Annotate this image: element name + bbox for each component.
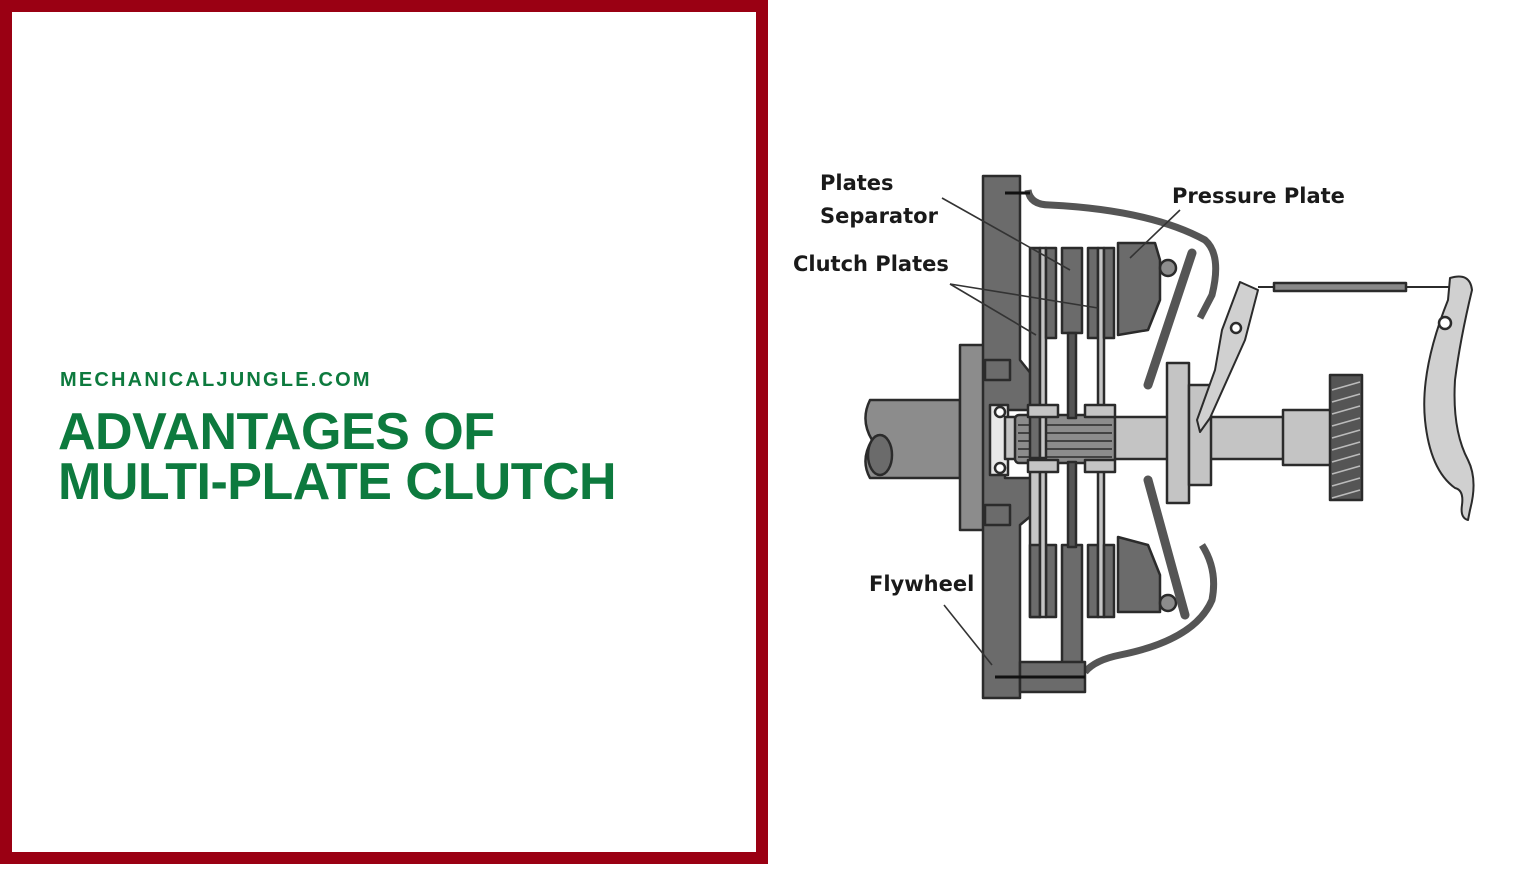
label-clutch-plates: Clutch Plates xyxy=(793,252,949,276)
title-line-2: MULTI-PLATE CLUTCH xyxy=(58,453,617,511)
linkage-rod xyxy=(1272,281,1408,293)
clutch-diagram: Plates Separator Clutch Plates Pressure … xyxy=(768,0,1536,864)
page-title: ADVANTAGES OF MULTI-PLATE CLUTCH xyxy=(58,403,617,511)
title-line-1: ADVANTAGES OF xyxy=(58,403,495,461)
label-plates-separator-1: Plates xyxy=(820,171,894,195)
title-card: MECHANICALJUNGLE.COM ADVANTAGES OF MULTI… xyxy=(12,12,756,852)
clutch-pedal xyxy=(1423,275,1475,521)
label-flywheel: Flywheel xyxy=(869,572,974,596)
release-fork xyxy=(1196,281,1259,433)
clutch-cover xyxy=(1024,189,1220,320)
release-bearing xyxy=(1165,361,1191,505)
label-pressure-plate: Pressure Plate xyxy=(1172,184,1345,208)
pressure-plate xyxy=(1116,241,1162,337)
label-plates-separator-2: Separator xyxy=(820,204,939,228)
flywheel-hub xyxy=(958,343,987,532)
flywheel xyxy=(981,174,1034,700)
clutch-diagram-svg: Plates Separator Clutch Plates Pressure … xyxy=(793,171,1475,700)
site-name: MECHANICALJUNGLE.COM xyxy=(60,369,372,391)
title-card-frame: MECHANICALJUNGLE.COM ADVANTAGES OF MULTI… xyxy=(0,0,768,864)
